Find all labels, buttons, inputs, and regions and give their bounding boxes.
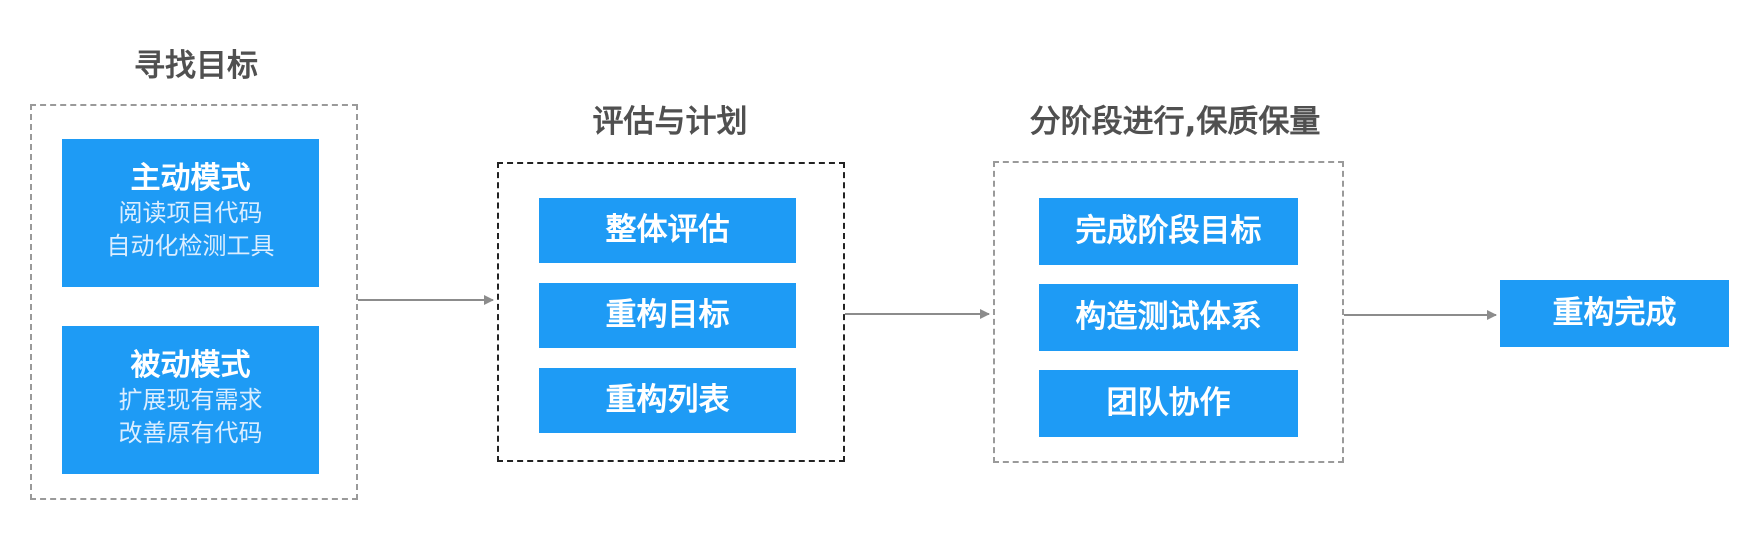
box-passive-mode-label: 被动模式 xyxy=(130,348,251,384)
box-active-mode-line-2: 自动化检测工具 xyxy=(106,232,275,261)
box-build-test-system: 构造测试体系 xyxy=(1039,284,1298,351)
box-active-mode-label: 主动模式 xyxy=(130,161,251,197)
stage-frame-phased-execution xyxy=(993,161,1344,463)
stage-title-evaluate-plan: 评估与计划 xyxy=(592,104,748,140)
box-refactor-list-label: 重构列表 xyxy=(605,381,730,418)
box-overall-evaluation-label: 整体评估 xyxy=(605,211,730,248)
box-complete-phase-goals: 完成阶段目标 xyxy=(1039,198,1298,265)
box-refactor-complete: 重构完成 xyxy=(1500,280,1729,347)
box-build-test-system-label: 构造测试体系 xyxy=(1075,298,1262,335)
stage-frame-evaluate-plan xyxy=(497,162,845,462)
box-team-collaboration: 团队协作 xyxy=(1039,370,1298,437)
stage-title-find-target: 寻找目标 xyxy=(134,48,258,84)
box-refactor-goals-label: 重构目标 xyxy=(605,296,730,333)
box-passive-mode-line-1: 扩展现有需求 xyxy=(118,385,263,414)
box-refactor-goals: 重构目标 xyxy=(539,283,796,348)
box-complete-phase-goals-label: 完成阶段目标 xyxy=(1075,212,1262,249)
stage-frame-find-target xyxy=(30,104,358,500)
box-passive-mode: 被动模式 扩展现有需求 改善原有代码 xyxy=(62,326,319,474)
stage-title-phased-execution: 分阶段进行,保质保量 xyxy=(1029,104,1321,140)
box-active-mode: 主动模式 阅读项目代码 自动化检测工具 xyxy=(62,139,319,287)
box-overall-evaluation: 整体评估 xyxy=(539,198,796,263)
box-refactor-list: 重构列表 xyxy=(539,368,796,433)
box-passive-mode-line-2: 改善原有代码 xyxy=(118,419,263,448)
box-refactor-complete-label: 重构完成 xyxy=(1552,294,1677,331)
box-team-collaboration-label: 团队协作 xyxy=(1106,384,1231,421)
box-active-mode-line-1: 阅读项目代码 xyxy=(118,198,263,227)
